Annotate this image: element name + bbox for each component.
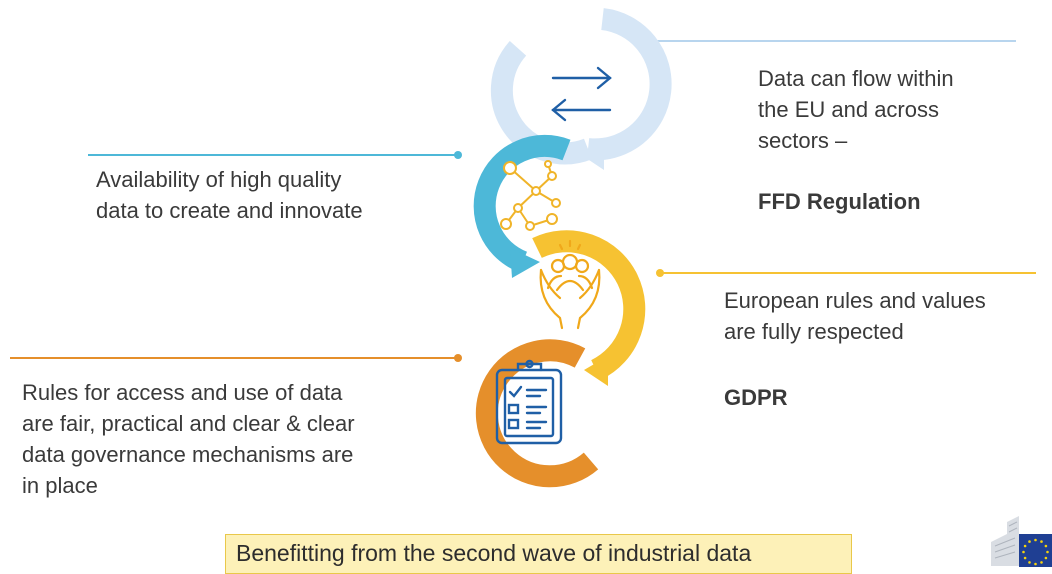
bottom-banner: Benefitting from the second wave of indu… bbox=[225, 534, 852, 574]
step-ring-2 bbox=[473, 134, 571, 278]
step-4-line: are fair, practical and clear & clear bbox=[22, 411, 355, 436]
connector-line-3 bbox=[656, 269, 1036, 277]
step-4-line: data governance mechanisms are bbox=[22, 442, 354, 467]
step-1-line: Data can flow within bbox=[758, 66, 954, 91]
bidirectional-arrows-icon bbox=[551, 66, 612, 122]
clipboard-checklist-icon bbox=[495, 359, 563, 445]
step-ring-4 bbox=[475, 339, 599, 488]
connector-line-1 bbox=[648, 37, 1016, 45]
connector-line-4 bbox=[10, 354, 462, 362]
step-3-highlight: GDPR bbox=[724, 385, 788, 410]
step-4-line: in place bbox=[22, 473, 98, 498]
people-in-hands-icon bbox=[539, 239, 601, 330]
step-4-line: Rules for access and use of data bbox=[22, 380, 343, 405]
step-2-line: data to create and innovate bbox=[96, 198, 363, 223]
step-3-description: European rules and values are fully resp… bbox=[724, 285, 986, 347]
step-1-line: the EU and across bbox=[758, 97, 939, 122]
step-1-line: sectors – bbox=[758, 128, 848, 153]
step-3-line: are fully respected bbox=[724, 319, 904, 344]
step-3-line: European rules and values bbox=[724, 288, 986, 313]
eu-flag-logo-icon bbox=[991, 516, 1052, 567]
step-ring-3 bbox=[532, 230, 646, 386]
data-network-icon bbox=[500, 160, 561, 231]
step-2-description: Availability of high quality data to cre… bbox=[96, 164, 363, 226]
step-2-line: Availability of high quality bbox=[96, 167, 342, 192]
step-1-description: Data can flow within the EU and across s… bbox=[758, 63, 954, 156]
step-4-description: Rules for access and use of data are fai… bbox=[22, 377, 355, 501]
step-1-highlight: FFD Regulation bbox=[758, 189, 921, 214]
connector-line-2 bbox=[88, 151, 462, 159]
